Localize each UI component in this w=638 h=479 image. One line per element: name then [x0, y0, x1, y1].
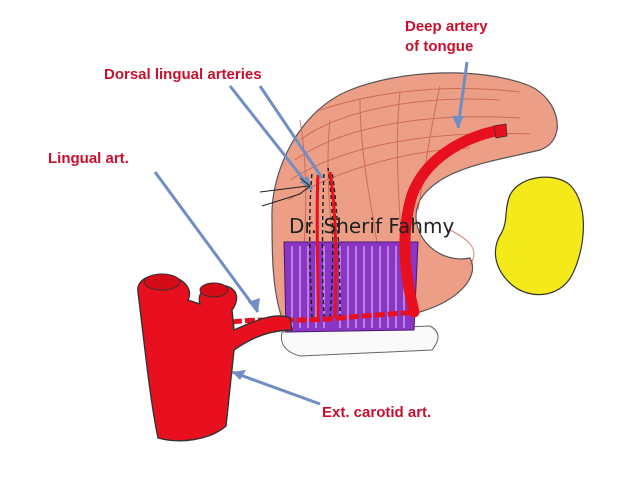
deep-artery-label-line2: of tongue	[405, 38, 474, 55]
pencil-arrows	[259, 177, 311, 207]
lingual-artery-base	[231, 309, 417, 325]
dorsal-lingual-label: Dorsal lingual arteries	[104, 66, 262, 83]
external-carotid-artery	[137, 274, 293, 442]
oral-floor-outline	[280, 325, 439, 357]
dorsal-lingual-artery-line	[315, 174, 320, 319]
carotid-cut-end	[143, 273, 181, 291]
deep-artery-tip	[493, 123, 508, 139]
ext-carotid-label: Ext. carotid art.	[322, 404, 432, 421]
lingual-art-label: Lingual art.	[48, 150, 129, 167]
deep-artery-of-tongue	[399, 124, 506, 318]
deep-artery-label-line1: Deep artery	[405, 18, 488, 35]
author-watermark: Dr. Sherif Fahmy	[289, 214, 455, 238]
carotid-cut-end	[199, 282, 229, 298]
hyoid-bone	[494, 176, 584, 296]
dorsal-lingual-artery-line	[328, 171, 338, 319]
